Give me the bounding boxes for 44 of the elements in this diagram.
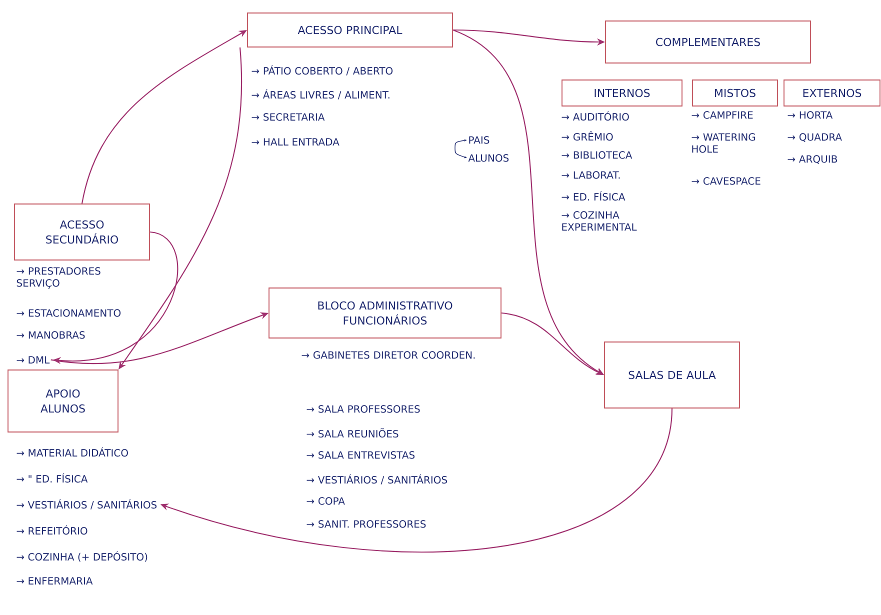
list-item: ALUNOS <box>468 154 509 162</box>
list-item: → HALL ENTRADA <box>252 138 340 146</box>
list-item: → COPA <box>306 497 345 505</box>
list-item: → DML <box>16 356 50 364</box>
list-item: → MATERIAL DIDÁTICO <box>16 447 128 457</box>
list-item: → WATERING HOLE <box>692 133 756 153</box>
label-box: MISTOS <box>692 80 778 106</box>
list-item: → SALA ENTREVISTAS <box>306 451 415 459</box>
label-box: SALAS DE AULA <box>604 342 740 408</box>
list-item: → HORTA <box>788 111 833 119</box>
label-box: EXTERNOS <box>784 80 880 106</box>
list-item: → ARQUIB <box>788 155 837 164</box>
list-item: → REFEITÓRIO <box>16 525 88 535</box>
list-item: → MANOBRAS <box>16 331 85 339</box>
label-box: COMPLEMENTARES <box>605 20 811 64</box>
list-item: → CAMPFIRE <box>692 111 753 119</box>
list-item: → GRÊMIO <box>562 131 613 141</box>
list-item: → SANIT. PROFESSORES <box>306 520 426 528</box>
list-item: → SECRETARIA <box>252 113 325 121</box>
list-item: → VESTIÁRIOS / SANITÁRIOS <box>306 474 448 484</box>
list-item: → COZINHA EXPERIMENTAL <box>562 211 637 231</box>
list-item: → SALA PROFESSORES <box>306 405 420 413</box>
label-box: INTERNOS <box>562 80 682 106</box>
list-item: → ED. FÍSICA <box>562 191 626 201</box>
list-item: → ENFERMARIA <box>16 577 93 584</box>
list-item: → BIBLIOTECA <box>562 151 632 159</box>
list-item: → PÁTIO COBERTO / ABERTO <box>252 65 393 76</box>
label-box: ACESSO SECUNDÁRIO <box>14 204 150 260</box>
list-item: → " ED. FÍSICA <box>16 473 88 483</box>
list-item: → COZINHA (+ DEPÓSITO) <box>16 551 148 562</box>
list-item: → SALA REUNIÕES <box>306 428 398 438</box>
list-item: → ESTACIONAMENTO <box>16 309 121 317</box>
list-item: → VESTIÁRIOS / SANITÁRIOS <box>16 499 157 510</box>
list-item: → GABINETES DIRETOR COORDEN. <box>302 351 475 359</box>
label-box: BLOCO ADMINISTRATIVO FUNCIONÁRIOS <box>268 288 502 338</box>
label-box: APOIO ALUNOS <box>8 370 118 432</box>
list-item: → CAVESPACE <box>692 177 760 185</box>
label-box: ACESSO PRINCIPAL <box>247 12 453 48</box>
list-item: → ÁREAS LIVRES / ALIMENT. <box>252 89 390 100</box>
list-item: PAIS <box>469 136 490 144</box>
list-item: → AUDITÓRIO <box>562 111 629 121</box>
list-item: → QUADRA <box>788 133 842 142</box>
list-item: → PRESTADORES SERVIÇO <box>16 267 100 289</box>
list-item: → LABORAT. <box>562 171 620 179</box>
